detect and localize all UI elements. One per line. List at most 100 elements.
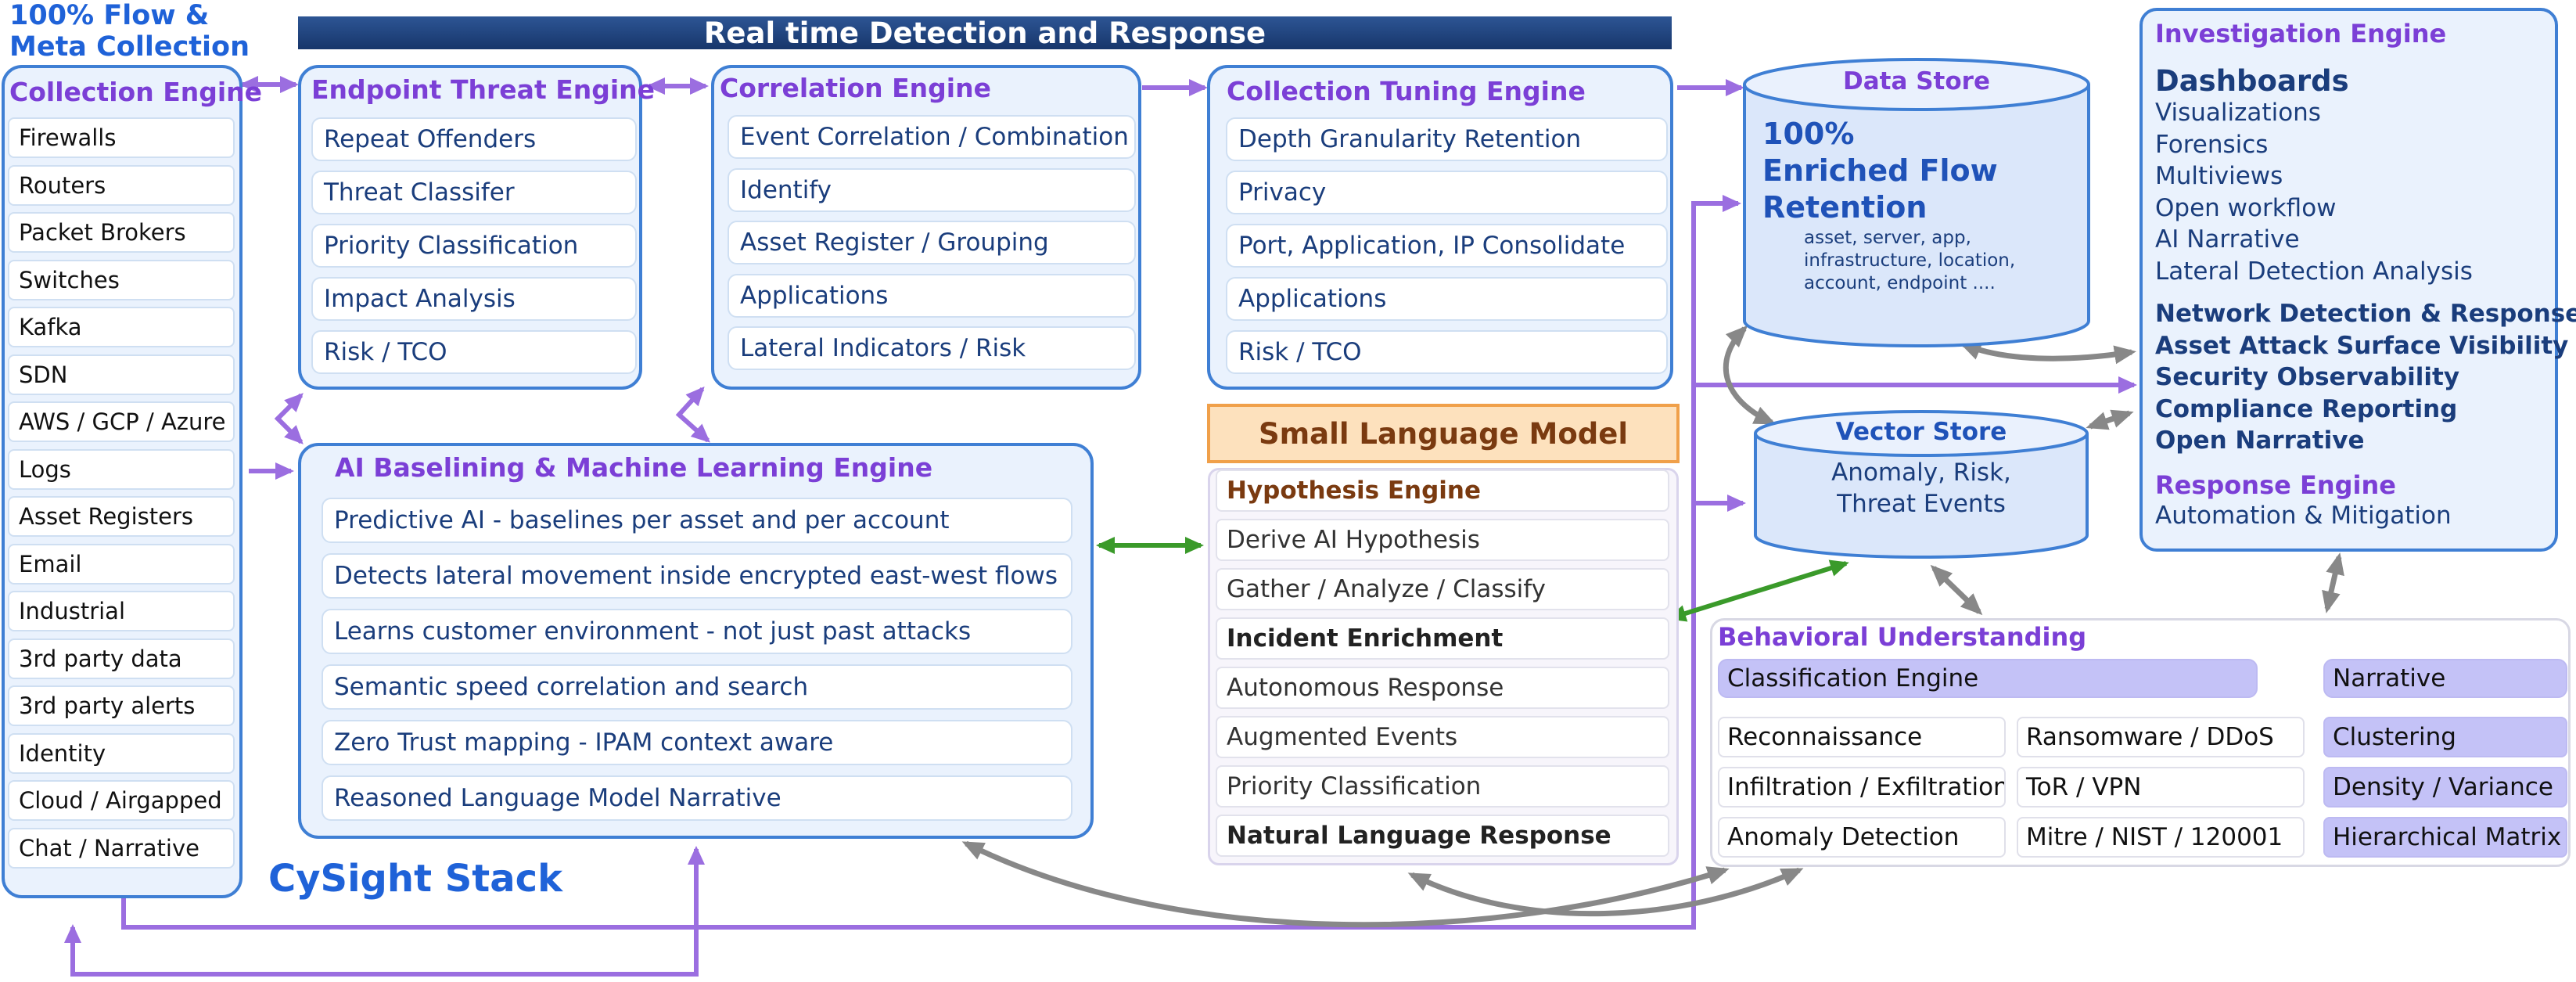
behavioral-category: Reconnaissance — [1718, 717, 2006, 757]
data-store-title: Data Store — [1843, 67, 1990, 95]
endpoint-threat-engine-title: Endpoint Threat Engine — [311, 74, 656, 105]
arrow-behavioral-to-ai — [961, 840, 1730, 928]
response-engine-title: Response Engine — [2155, 470, 2396, 500]
slm-item: Autonomous Response — [1216, 667, 1669, 709]
data-store-detail-2: infrastructure, location, — [1804, 250, 2016, 271]
gray-connectors — [961, 325, 2344, 928]
ai-capability-item: Reasoned Language Model Narrative — [322, 775, 1072, 821]
investigation-capability: Security Observability — [2155, 363, 2460, 391]
arrow-datastore-to-investigation — [1959, 341, 2136, 365]
data-store-headline-1: 100% — [1762, 117, 1855, 151]
investigation-capability: Open Narrative — [2155, 426, 2365, 455]
investigation-engine-panel — [2139, 8, 2558, 552]
investigation-item: Forensics — [2155, 130, 2269, 159]
tuning-item: Port, Application, IP Consolidate — [1226, 224, 1668, 268]
classification-engine-label: Classification Engine — [1718, 659, 2258, 698]
investigation-capability: Asset Attack Surface Visibility — [2155, 331, 2569, 360]
banner-title: Real time Detection and Response — [703, 16, 1266, 50]
vector-store-text: Anomaly, Risk, Threat Events — [1749, 457, 2093, 520]
slm-item: Augmented Events — [1216, 716, 1669, 758]
green-connectors — [1096, 537, 1849, 622]
investigation-capability: Compliance Reporting — [2155, 394, 2458, 423]
collection-source-item: Logs — [8, 448, 235, 490]
data-store-detail-1: asset, server, app, — [1804, 228, 1971, 248]
arrow-vectorstore-to-investigation — [2086, 409, 2134, 430]
dashboards-heading: Dashboards — [2155, 64, 2349, 98]
collection-source-item: Identity — [8, 732, 235, 774]
arrow-investigation-to-behavioral — [2322, 552, 2344, 613]
correlation-item: Lateral Indicators / Risk — [728, 326, 1136, 370]
arrow-vectorstore-to-behavioral — [1930, 564, 1983, 616]
behavioral-title: Behavioral Understanding — [1718, 622, 2087, 652]
slm-item: Hypothesis Engine — [1216, 469, 1669, 512]
investigation-item: Lateral Detection Analysis — [2155, 257, 2473, 286]
arrow-ai-to-endpoint — [274, 393, 304, 444]
correlation-item: Event Correlation / Combination — [728, 115, 1136, 159]
tuning-item: Privacy — [1226, 171, 1668, 214]
collection-source-item: Chat / Narrative — [8, 827, 235, 869]
top-left-title: 100% Flow & Meta Collection — [9, 0, 250, 63]
collection-source-item: Asset Registers — [8, 496, 235, 537]
behavioral-category: Clustering — [2323, 717, 2567, 757]
tuning-item: Depth Granularity Retention — [1226, 117, 1668, 161]
correlation-item: Asset Register / Grouping — [728, 221, 1136, 264]
data-store-detail-3: account, endpoint .... — [1804, 273, 1996, 293]
investigation-item: AI Narrative — [2155, 225, 2300, 254]
endpoint-threat-item: Risk / TCO — [311, 330, 637, 374]
investigation-item: Visualizations — [2155, 99, 2321, 127]
vector-store-line-1: Anomaly, Risk, — [1831, 459, 2011, 487]
vector-store-cylinder — [1754, 410, 2089, 559]
behavioral-category: Ransomware / DDoS — [2017, 717, 2305, 757]
slm-header: Small Language Model — [1207, 404, 1680, 463]
collection-source-item: AWS / GCP / Azure — [8, 401, 235, 442]
collection-source-item: Packet Brokers — [8, 212, 235, 253]
collection-source-item: 3rd party data — [8, 638, 235, 679]
slm-item: Incident Enrichment — [1216, 617, 1669, 660]
investigation-capability: Network Detection & Response — [2155, 300, 2576, 328]
data-store-headline-2: Enriched Flow — [1762, 153, 1998, 188]
tuning-item: Applications — [1226, 277, 1668, 321]
collection-source-item: Industrial — [8, 591, 235, 631]
correlation-item: Identify — [728, 167, 1136, 212]
ai-capability-item: Detects lateral movement inside encrypte… — [322, 553, 1072, 599]
vector-store-title: Vector Store — [1835, 418, 2007, 446]
narrative-label: Narrative — [2323, 659, 2567, 698]
behavioral-category: Mitre / NIST / 120001 — [2017, 817, 2305, 858]
slm-item: Priority Classification — [1216, 765, 1669, 808]
collection-source-item: Routers — [8, 164, 235, 206]
banner: Real time Detection and Response — [298, 16, 1672, 50]
arrow-datastore-to-vectorstore — [1723, 325, 1777, 426]
correlation-item: Applications — [728, 273, 1136, 318]
arrow-behavioral-to-slm — [1407, 867, 1804, 917]
investigation-item: Open workflow — [2155, 193, 2337, 222]
ai-capability-item: Predictive AI - baselines per asset and … — [322, 498, 1072, 543]
data-store-headline-3: Retention — [1762, 190, 1928, 225]
collection-source-item: 3rd party alerts — [8, 685, 235, 726]
investigation-item: Multiviews — [2155, 162, 2283, 190]
ai-capability-item: Zero Trust mapping - IPAM context aware — [322, 720, 1072, 765]
behavioral-category: Infiltration / Exfiltration — [1718, 767, 2006, 808]
endpoint-threat-item: Threat Classifer — [311, 171, 637, 214]
ai-capability-item: Learns customer environment - not just p… — [322, 609, 1072, 654]
slm-title: Small Language Model — [1258, 416, 1629, 451]
correlation-engine-title: Correlation Engine — [720, 73, 991, 103]
data-store-details: asset, server, app, infrastructure, loca… — [1804, 227, 2015, 295]
slm-item: Gather / Analyze / Classify — [1216, 568, 1669, 610]
collection-source-item: Firewalls — [8, 117, 235, 158]
behavioral-category: Density / Variance — [2323, 767, 2567, 808]
collection-source-item: Cloud / Airgapped — [8, 780, 235, 821]
data-store-cylinder — [1743, 58, 2090, 347]
arrow-ai-to-correlation — [675, 387, 710, 443]
behavioral-category: ToR / VPN — [2017, 767, 2305, 808]
response-engine-item: Automation & Mitigation — [2155, 502, 2452, 530]
stack-label: CySight Stack — [268, 857, 563, 901]
behavioral-category: Hierarchical Matrix — [2323, 817, 2567, 858]
loop-return-to-ai — [64, 846, 705, 977]
collection-source-item: Switches — [8, 259, 235, 300]
endpoint-threat-item: Impact Analysis — [311, 277, 637, 321]
vector-store-line-2: Threat Events — [1837, 490, 2006, 518]
arrow-vectorstore-to-slm — [1667, 559, 1849, 622]
collection-source-item: SDN — [8, 354, 235, 395]
behavioral-category: Anomaly Detection — [1718, 817, 2006, 858]
